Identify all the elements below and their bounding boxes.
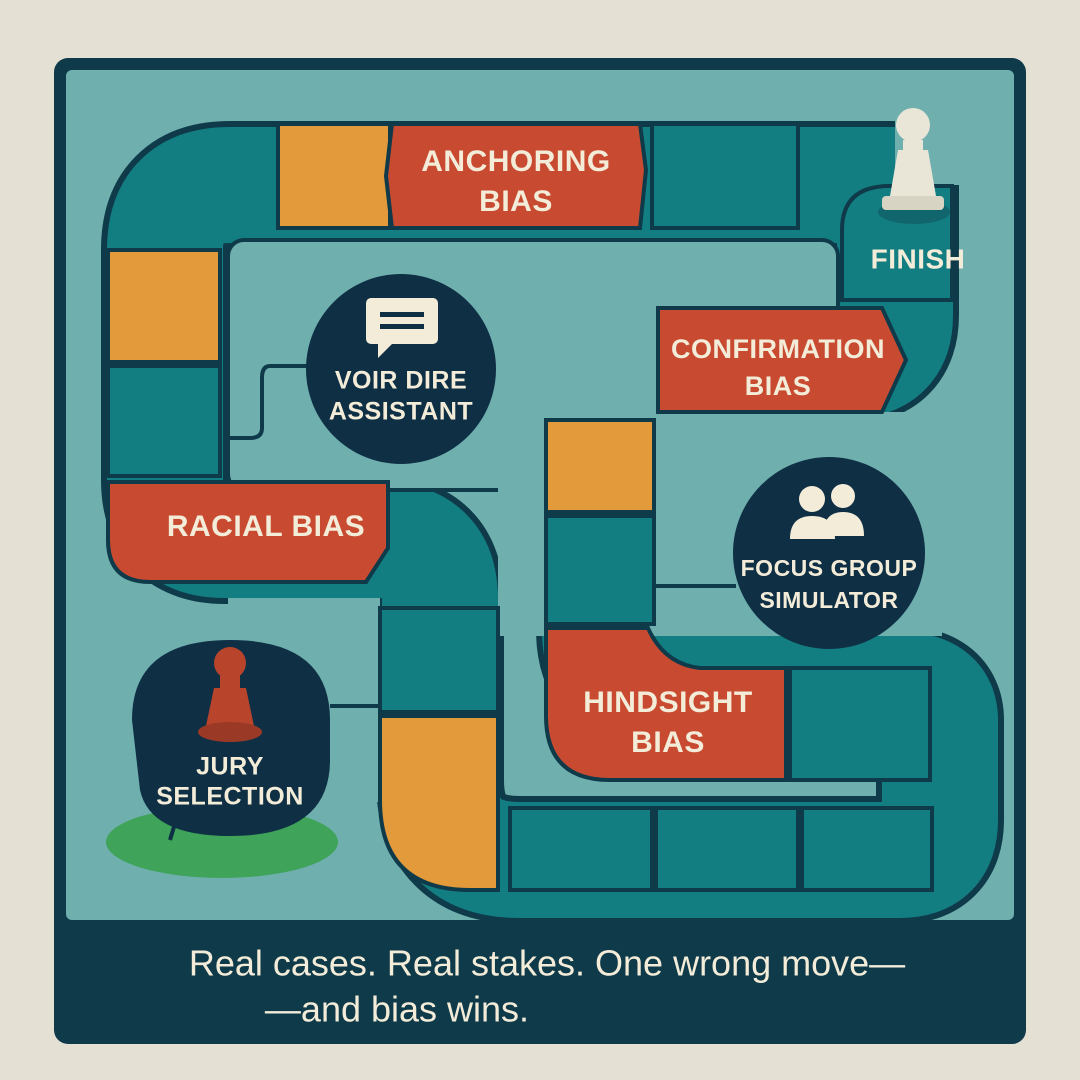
bias-tiles <box>106 122 909 782</box>
hindsight-label-line1: HINDSIGHT <box>583 686 753 719</box>
space-teal <box>106 364 222 478</box>
caption-band <box>66 920 1014 1032</box>
hindsight-label-line2: BIAS <box>631 726 705 759</box>
space-teal <box>544 514 656 626</box>
anchoring-bias-tile <box>383 122 649 230</box>
people-icon <box>790 484 864 539</box>
space-orange <box>378 714 500 892</box>
anchoring-label-line2: BIAS <box>479 185 553 218</box>
voir-dire-label-line2: ASSISTANT <box>329 398 473 426</box>
space-orange <box>276 122 392 230</box>
racial-bias-tile <box>106 480 390 584</box>
chat-bubble-icon <box>366 298 438 358</box>
space-teal <box>650 122 800 230</box>
space-teal <box>800 806 934 892</box>
jury-selection-node: JURY SELECTION <box>106 640 338 878</box>
board-spaces <box>106 122 934 892</box>
jury-label-line2: SELECTION <box>156 783 304 811</box>
racial-bias-label: RACIAL BIAS <box>167 510 365 543</box>
focus-group-label-line2: SIMULATOR <box>759 587 898 613</box>
white-pawn-icon <box>878 108 950 224</box>
focus-group-label-line1: FOCUS GROUP <box>741 555 918 581</box>
space-teal <box>788 666 932 782</box>
caption-line2: —and bias wins. <box>265 989 529 1030</box>
finish-label: FINISH <box>871 243 966 274</box>
voir-dire-label-line1: VOIR DIRE <box>335 367 467 395</box>
focus-group-simulator-node: FOCUS GROUP SIMULATOR <box>733 457 925 649</box>
anchoring-label-line1: ANCHORING <box>421 145 611 178</box>
confirmation-bias-tile <box>656 306 909 414</box>
tile-labels: ANCHORING BIAS CONFIRMATION BIAS RACIAL … <box>167 145 966 759</box>
confirmation-label-line2: BIAS <box>745 371 812 401</box>
space-orange <box>106 248 222 364</box>
space-teal <box>378 606 500 714</box>
red-pawn-icon <box>198 647 262 742</box>
jury-label-line1: JURY <box>196 753 264 781</box>
confirmation-label-line1: CONFIRMATION <box>671 334 885 364</box>
hindsight-bias-tile <box>544 626 788 782</box>
voir-dire-assistant-node: VOIR DIRE ASSISTANT <box>306 274 496 464</box>
space-teal <box>508 806 654 892</box>
space-teal <box>654 806 800 892</box>
space-orange <box>544 418 656 514</box>
caption-line1: Real cases. Real stakes. One wrong move— <box>189 943 905 984</box>
connector-lines <box>228 364 736 708</box>
